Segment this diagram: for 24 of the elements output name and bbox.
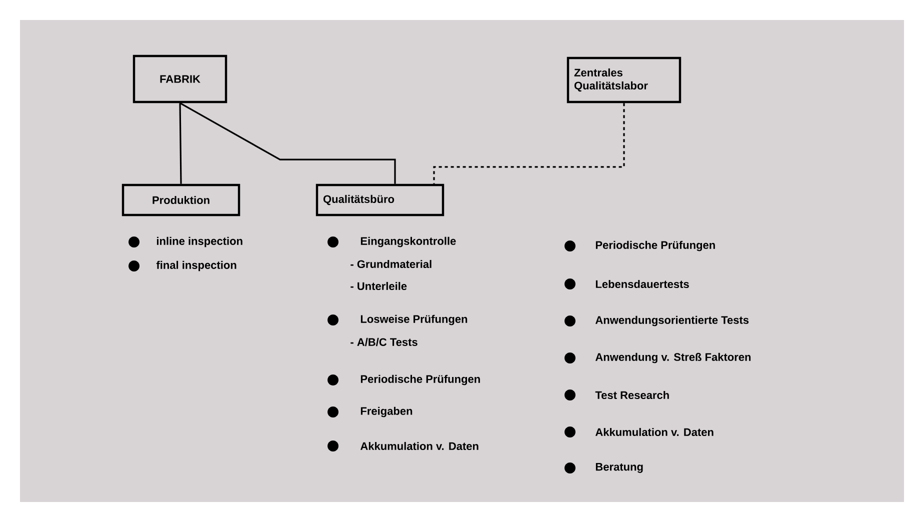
list-item: Periodische Prüfungen (596, 240, 715, 252)
connector-line (179, 103, 182, 184)
list-item: Eingangskontrolle (360, 236, 456, 248)
org-box: Qualitätsbüro (316, 184, 444, 216)
org-box: Produktion (122, 184, 240, 216)
list-item: - Unterleile (350, 282, 407, 290)
list-item: - A/B/C Tests (350, 338, 418, 346)
list-item: Akkumulation v. Daten (360, 442, 478, 450)
org-box: Zentrales Qualitätslabor (566, 56, 682, 104)
connector-line (180, 102, 396, 184)
list-item: Test Research (595, 390, 669, 400)
list-item: - Grundmaterial (350, 260, 432, 268)
list-item: Losweise Prüfungen (360, 314, 468, 326)
list-item: Akkumulation v. Daten (595, 428, 714, 436)
list-item: Periodische Prüfungen (360, 374, 480, 386)
connector-line (433, 103, 625, 184)
list-item: Beratung (596, 463, 643, 473)
org-box: FABRIK (132, 54, 228, 104)
list-item: inline inspection (156, 236, 242, 248)
list-item: Anwendung v. Streß Faktoren (595, 352, 751, 364)
list-item: final inspection (156, 260, 236, 272)
list-item: Anwendungsorientierte Tests (595, 316, 749, 326)
list-item: Freigaben (360, 406, 412, 418)
list-item: Lebensdauertests (596, 280, 689, 288)
